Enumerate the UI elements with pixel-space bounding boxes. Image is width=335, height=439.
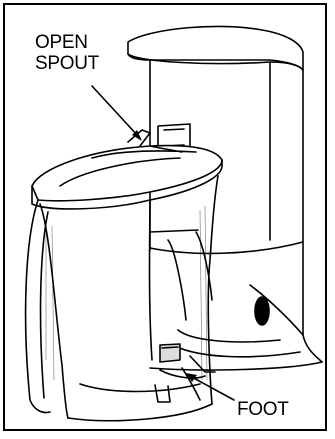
foot-label: FOOT	[237, 399, 289, 420]
open-label: OPEN	[35, 32, 88, 53]
spout-label: SPOUT	[35, 53, 99, 74]
